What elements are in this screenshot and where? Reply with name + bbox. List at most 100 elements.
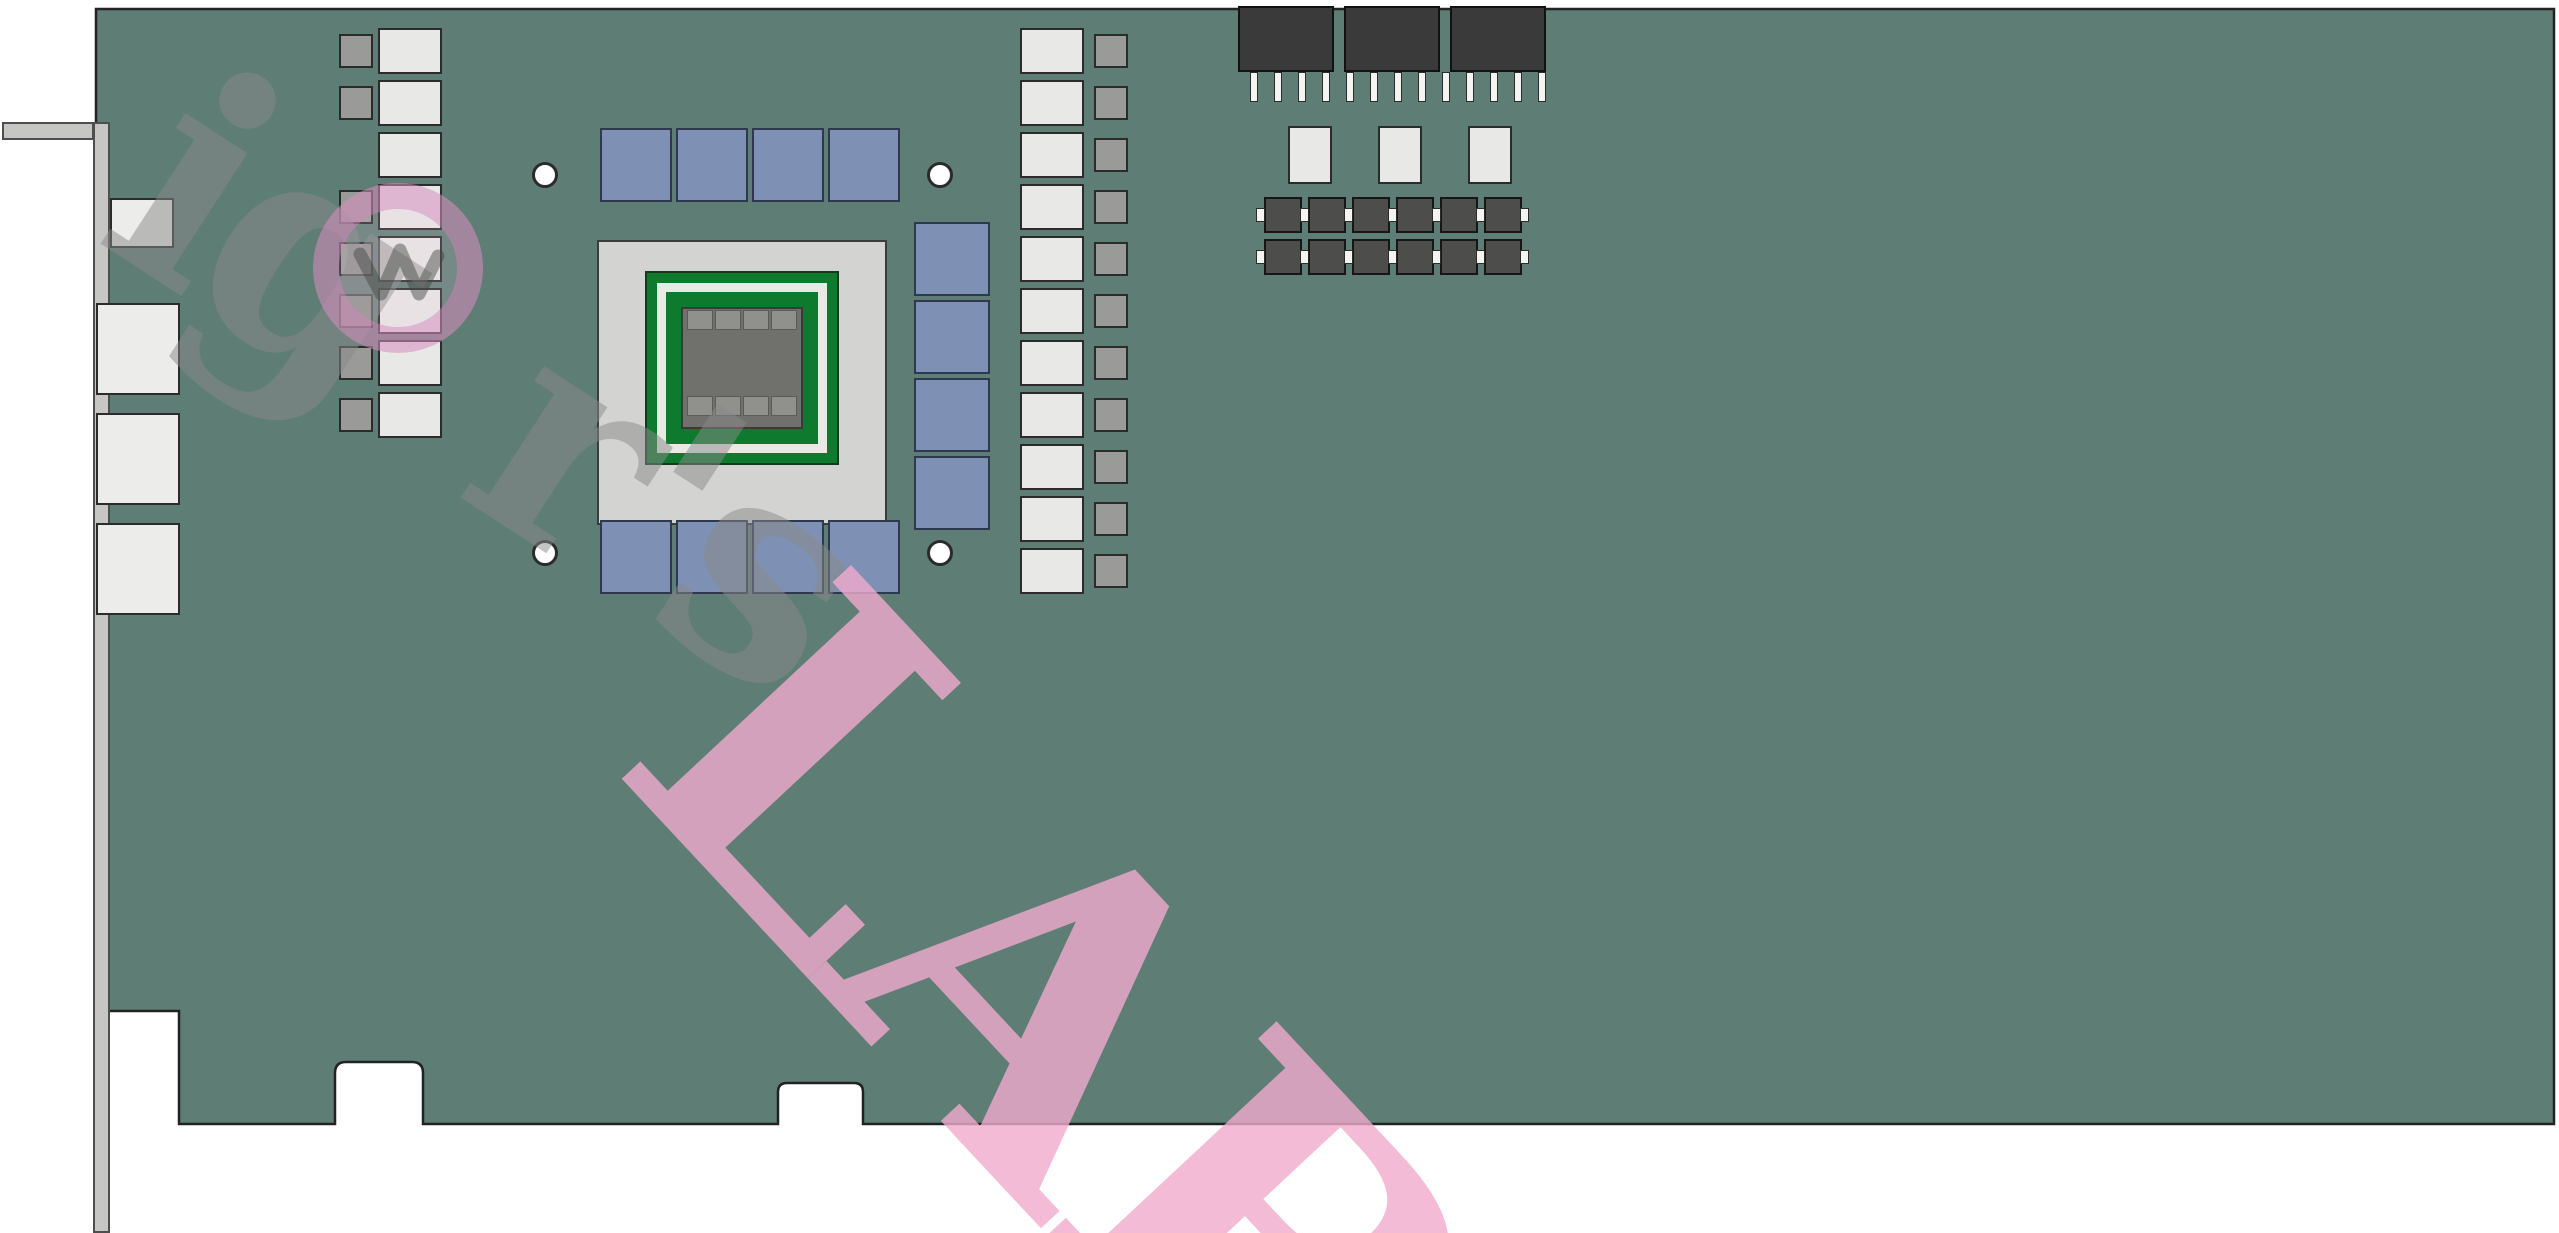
die-pad [687, 396, 713, 416]
vrm-pad-small-right [1094, 450, 1128, 484]
power-pin [1442, 72, 1450, 102]
cap [1440, 239, 1478, 275]
vrm-pad-small-right [1094, 294, 1128, 328]
vrm-pad-small-left [339, 398, 373, 432]
cap-pin [1344, 250, 1353, 264]
vrm-pad-large-right [1020, 80, 1084, 126]
vrm-pad-large-left [378, 80, 442, 126]
die-pad [743, 310, 769, 330]
vrm-pad-small-left [339, 34, 373, 68]
vrm-pad-large-right [1020, 444, 1084, 490]
vrm-pad-small-right [1094, 138, 1128, 172]
power-connector [1344, 6, 1440, 72]
aux-box [1288, 126, 1332, 184]
vrm-pad-large-right [1020, 236, 1084, 282]
memory-chip [600, 520, 672, 594]
vrm-pad-small-left [339, 294, 373, 328]
vrm-pad-large-left [378, 28, 442, 74]
die-pad [771, 396, 797, 416]
vrm-pad-small-right [1094, 554, 1128, 588]
power-pin [1466, 72, 1474, 102]
memory-chip [676, 520, 748, 594]
vrm-pad-small-left [339, 86, 373, 120]
power-connector [1238, 6, 1334, 72]
aux-box [1378, 126, 1422, 184]
power-pin [1250, 72, 1258, 102]
vrm-pad-large-right [1020, 28, 1084, 74]
io-port [96, 413, 180, 505]
cap-pin [1388, 208, 1397, 222]
vrm-pad-large-left [378, 392, 442, 438]
vrm-pad-large-right [1020, 132, 1084, 178]
vrm-pad-large-right [1020, 288, 1084, 334]
cap-pin [1476, 250, 1485, 264]
vrm-pad-small-right [1094, 242, 1128, 276]
vrm-pad-large-right [1020, 340, 1084, 386]
die-pad [715, 310, 741, 330]
vrm-pad-large-right [1020, 496, 1084, 542]
memory-chip [914, 222, 990, 296]
memory-chip [676, 128, 748, 202]
cap [1396, 239, 1434, 275]
vrm-pad-large-left [378, 236, 442, 282]
aux-box [1468, 126, 1512, 184]
cap-pin [1256, 250, 1265, 264]
cap [1264, 239, 1302, 275]
mounting-hole [532, 162, 558, 188]
vrm-pad-large-left [378, 340, 442, 386]
cap [1352, 197, 1390, 233]
mounting-hole [927, 540, 953, 566]
memory-chip [828, 128, 900, 202]
cap-pin [1476, 208, 1485, 222]
cap-pin [1344, 208, 1353, 222]
bracket-part [93, 122, 110, 1233]
memory-chip [752, 520, 824, 594]
vrm-pad-large-right [1020, 184, 1084, 230]
power-pin [1418, 72, 1426, 102]
die-pad [715, 396, 741, 416]
memory-chip [600, 128, 672, 202]
vrm-pad-large-left [378, 132, 442, 178]
cap-pin [1520, 250, 1529, 264]
cap [1484, 239, 1522, 275]
cap-pin [1432, 250, 1441, 264]
power-pin [1394, 72, 1402, 102]
io-port [96, 523, 180, 615]
io-port [96, 303, 180, 395]
cap-pin [1300, 208, 1309, 222]
vrm-pad-small-right [1094, 34, 1128, 68]
power-pin [1370, 72, 1378, 102]
vrm-pad-large-left [378, 184, 442, 230]
memory-chip [828, 520, 900, 594]
memory-chip [914, 456, 990, 530]
cap-pin [1256, 208, 1265, 222]
power-pin [1490, 72, 1498, 102]
vrm-pad-small-left [339, 190, 373, 224]
cap [1308, 239, 1346, 275]
memory-chip [914, 300, 990, 374]
cap [1352, 239, 1390, 275]
vrm-pad-large-right [1020, 392, 1084, 438]
cap-pin [1300, 250, 1309, 264]
vrm-pad-small-right [1094, 502, 1128, 536]
power-connector [1450, 6, 1546, 72]
cap-pin [1388, 250, 1397, 264]
mounting-hole [927, 162, 953, 188]
die-pad [687, 310, 713, 330]
cap-pin [1432, 208, 1441, 222]
cap-pin [1520, 208, 1529, 222]
memory-chip [752, 128, 824, 202]
power-pin [1298, 72, 1306, 102]
cap [1396, 197, 1434, 233]
mounting-hole [532, 540, 558, 566]
cap [1264, 197, 1302, 233]
power-pin [1322, 72, 1330, 102]
die-pad [743, 396, 769, 416]
vrm-pad-small-right [1094, 86, 1128, 120]
vrm-pad-small-right [1094, 346, 1128, 380]
die-pad [771, 310, 797, 330]
vrm-pad-small-left [339, 242, 373, 276]
cap [1484, 197, 1522, 233]
